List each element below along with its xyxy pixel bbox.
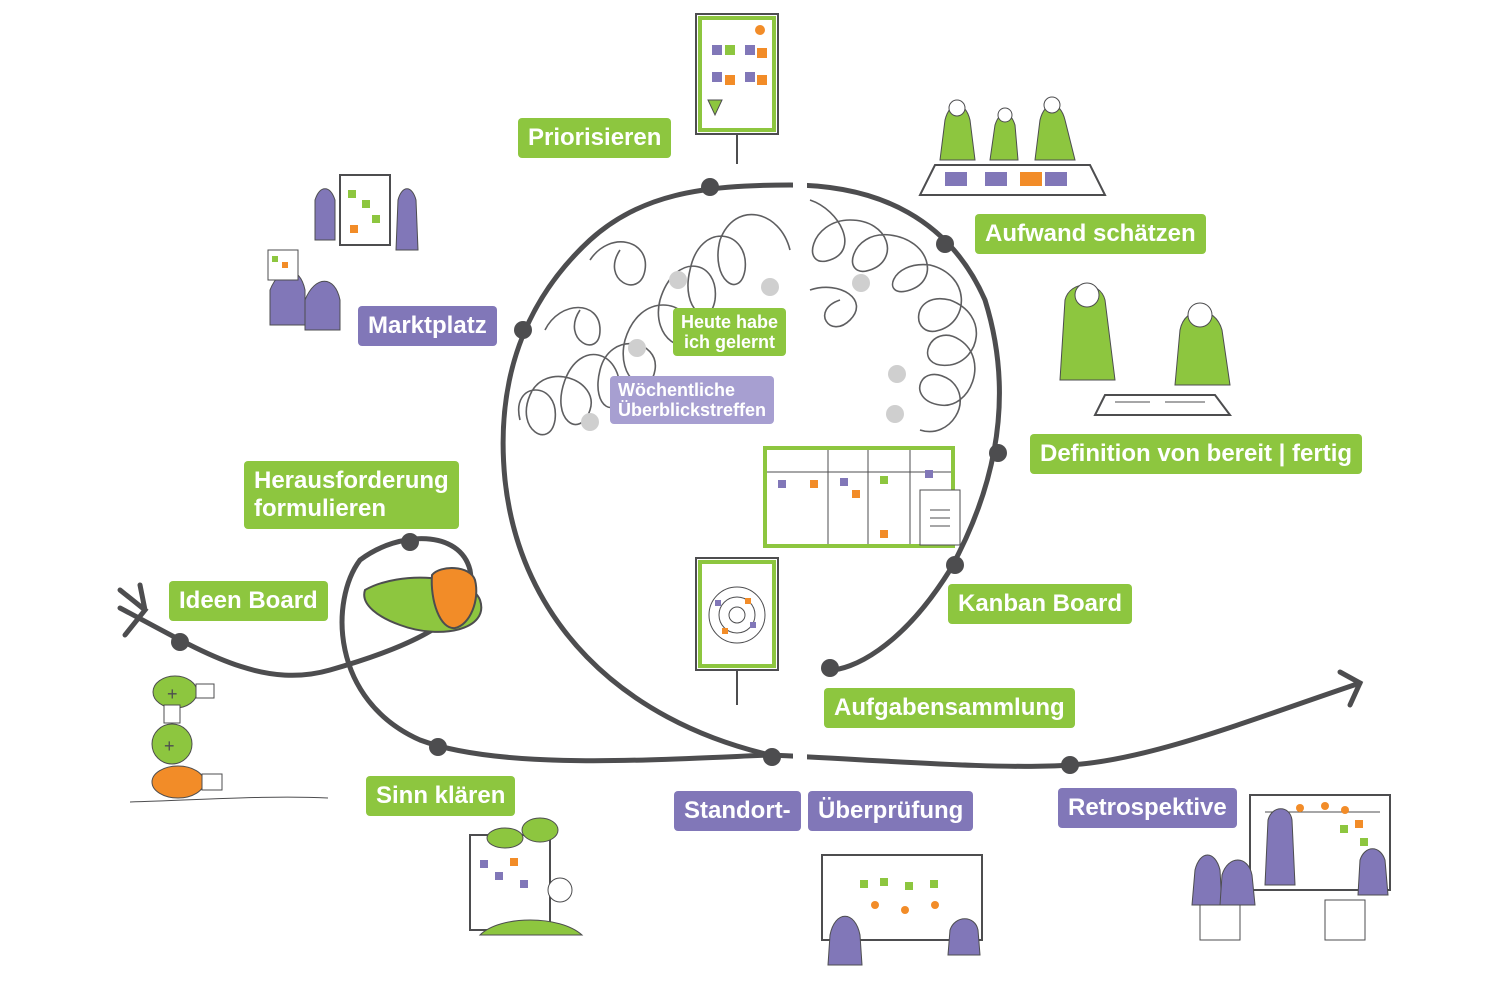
label-woechentliche: Wöchentliche Überblickstreffen — [610, 376, 775, 424]
label-ueberpruefung: Überprüfung — [808, 791, 974, 831]
svg-text:+: + — [164, 736, 175, 756]
review-sketch — [821, 854, 983, 966]
grey-node-6 — [888, 365, 906, 383]
flipchart-priorisieren-sketch — [695, 13, 779, 164]
estimation-team-sketch — [918, 96, 1107, 196]
label-retrospektive: Retrospektive — [1058, 788, 1237, 828]
grey-node-2 — [761, 278, 779, 296]
label-kanban-board: Kanban Board — [948, 584, 1133, 624]
node-priorisieren — [701, 178, 719, 196]
label-definition: Definition von bereit | fertig — [1030, 434, 1363, 474]
ideas-bulbs-sketch: + + — [129, 675, 329, 803]
label-aufwand-schaetzen: Aufwand schätzen — [975, 214, 1206, 254]
target-flipchart-sketch — [695, 557, 779, 705]
grey-node-5 — [852, 274, 870, 292]
label-aufgabensammlung: Aufgabensammlung — [824, 688, 1075, 728]
node-kanban — [946, 556, 964, 574]
node-ideen — [171, 633, 189, 651]
retro-sketch — [1191, 794, 1391, 941]
marketplace-sketch — [267, 174, 419, 331]
label-herausforderung: Herausforderung formulieren — [244, 461, 459, 529]
definition-sketch — [1059, 282, 1232, 416]
label-sinn-klaeren: Sinn klären — [366, 776, 516, 816]
grey-node-3 — [628, 339, 646, 357]
spiral-path — [500, 182, 1002, 758]
node-retro — [1061, 756, 1079, 774]
label-marktplatz: Marktplatz — [358, 306, 497, 346]
arrow-tail — [117, 582, 149, 638]
label-standort: Standort- — [674, 791, 801, 831]
label-heute-habe: Heute habe ich gelernt — [673, 308, 787, 356]
arrow-head — [1337, 669, 1364, 708]
label-ideen-board: Ideen Board — [169, 581, 328, 621]
purpose-sketch — [469, 817, 584, 936]
grey-node-4 — [581, 413, 599, 431]
node-standort — [763, 748, 781, 766]
node-aufgaben — [821, 659, 839, 677]
brain-scribble-right — [809, 199, 978, 433]
svg-text:+: + — [167, 684, 178, 704]
node-definition — [989, 444, 1007, 462]
kanban-board-sketch — [763, 446, 961, 548]
node-sinn — [429, 738, 447, 756]
challenge-sketch — [363, 567, 483, 633]
node-marktplatz — [514, 321, 532, 339]
label-priorisieren: Priorisieren — [518, 118, 672, 158]
center-divider — [793, 180, 807, 992]
node-herausforderung — [401, 533, 419, 551]
node-aufwand — [936, 235, 954, 253]
grey-node-1 — [669, 271, 687, 289]
grey-node-7 — [886, 405, 904, 423]
